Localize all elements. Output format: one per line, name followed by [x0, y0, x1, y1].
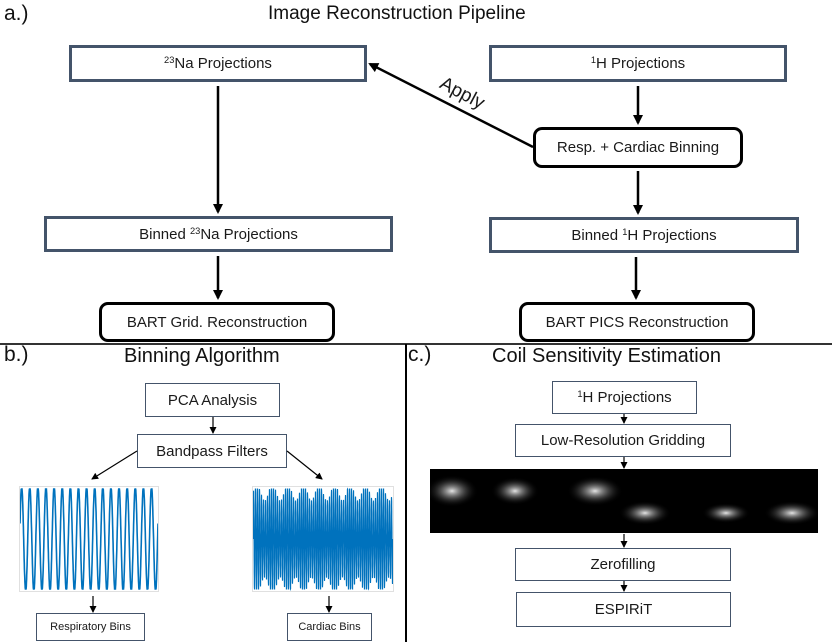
resp-cardiac-binning-box: Resp. + Cardiac Binning — [533, 127, 743, 168]
bart-pics-reconstruction-label: BART PICS Reconstruction — [545, 313, 729, 331]
resp-cardiac-binning-label: Resp. + Cardiac Binning — [556, 139, 720, 156]
respiratory-trace-line — [19, 488, 159, 590]
arrow-bandpass-to-cardiac — [286, 450, 323, 480]
h-projections-box: 1H Projections — [489, 45, 787, 82]
arrow-bandpass-to-respiratory — [91, 450, 138, 480]
bandpass-filters-label: Bandpass Filters — [156, 442, 268, 460]
espirit-box: ESPIRiT — [516, 592, 731, 627]
cardiac-signal-plot — [252, 486, 394, 592]
coil-image-1 — [426, 475, 478, 507]
respiratory-bins-box: Respiratory Bins — [36, 613, 145, 641]
cardiac-signal-trace — [252, 487, 394, 592]
coil-images-svg — [426, 475, 820, 525]
binned-na-projections-box: Binned 23Na Projections — [44, 216, 393, 252]
coil-image-2 — [491, 477, 539, 505]
binned-h-projections-box: Binned 1H Projections — [489, 217, 799, 253]
coil-h-projections-label: 1H Projections — [577, 388, 672, 406]
coil-image-3 — [567, 476, 623, 506]
binned-na-projections-label: Binned 23Na Projections — [139, 225, 298, 243]
apply-label: Apply — [436, 73, 488, 114]
respiratory-signal-plot — [19, 486, 159, 592]
panel-c-label: c.) — [408, 343, 432, 366]
panel-separator-vertical — [405, 344, 407, 642]
na-projections-label: 23Na Projections — [164, 54, 272, 72]
panel-separator-horizontal — [0, 343, 832, 345]
panel-a-label: a.) — [4, 2, 29, 25]
low-resolution-gridding-box: Low-Resolution Gridding — [515, 424, 731, 457]
cardiac-bins-label: Cardiac Bins — [298, 621, 361, 633]
bart-pics-reconstruction-box: BART PICS Reconstruction — [519, 302, 755, 342]
low-resolution-gridding-label: Low-Resolution Gridding — [540, 432, 706, 449]
respiratory-bins-label: Respiratory Bins — [50, 621, 131, 633]
coil-sensitivity-images — [426, 469, 820, 533]
na-projections-box: 23Na Projections — [69, 45, 367, 82]
panel-b-label: b.) — [4, 343, 29, 366]
coil-image-6 — [764, 501, 820, 525]
bart-grid-reconstruction-label: BART Grid. Reconstruction — [126, 313, 308, 331]
pca-analysis-box: PCA Analysis — [145, 383, 280, 417]
h-projections-label: 1H Projections — [590, 54, 686, 72]
espirit-label: ESPIRiT — [594, 601, 653, 618]
coil-image-4 — [619, 501, 671, 525]
coil-h-projections-box: 1H Projections — [552, 381, 697, 414]
pca-analysis-label: PCA Analysis — [167, 391, 258, 409]
binned-h-projections-label: Binned 1H Projections — [571, 226, 717, 244]
panel-c-title: Coil Sensitivity Estimation — [492, 345, 721, 367]
bart-grid-reconstruction-box: BART Grid. Reconstruction — [99, 302, 335, 342]
cardiac-bins-box: Cardiac Bins — [287, 613, 372, 641]
zerofilling-label: Zerofilling — [590, 556, 656, 573]
bandpass-filters-box: Bandpass Filters — [137, 434, 287, 468]
panel-b-title: Binning Algorithm — [124, 345, 280, 367]
zerofilling-box: Zerofilling — [515, 548, 731, 581]
cardiac-trace-line — [252, 487, 394, 592]
panel-a-title: Image Reconstruction Pipeline — [268, 3, 526, 24]
coil-image-5 — [702, 503, 750, 523]
respiratory-signal-trace — [19, 488, 159, 590]
